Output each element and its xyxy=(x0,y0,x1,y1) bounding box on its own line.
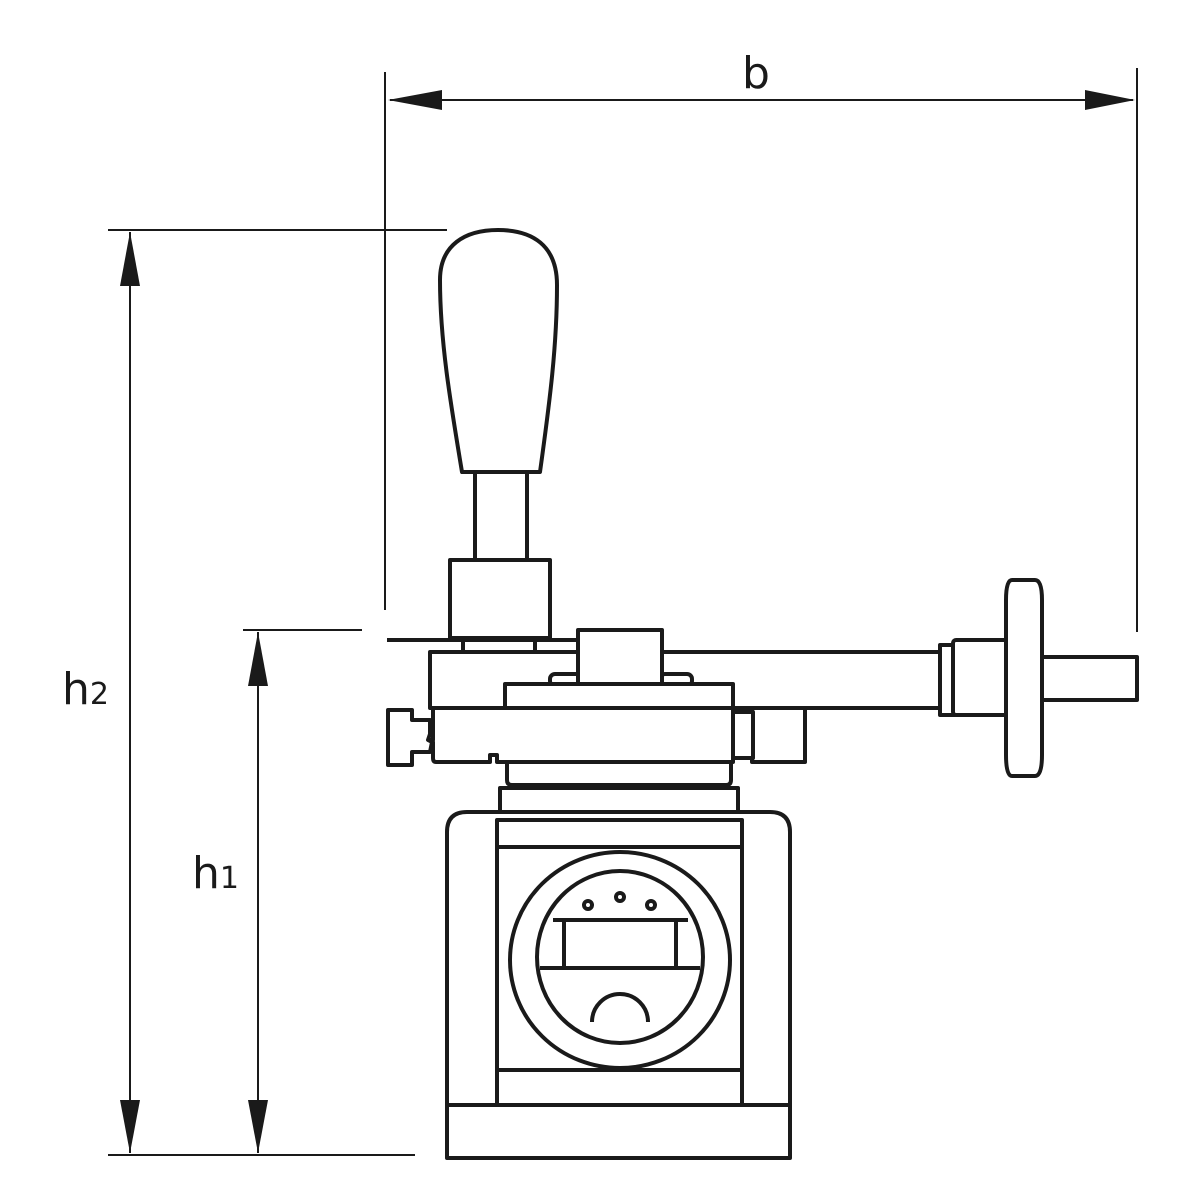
dimension-b xyxy=(384,68,1138,632)
h2-subscript: 2 xyxy=(89,677,109,712)
dimension-label-h1: h1 xyxy=(192,852,239,896)
handwheel xyxy=(938,578,1139,778)
dimension-label-b: b xyxy=(742,48,770,99)
dimension-h2 xyxy=(108,229,447,1156)
digital-display xyxy=(535,869,705,1045)
h1-subscript: 1 xyxy=(219,861,239,896)
indicator-dot xyxy=(582,899,594,911)
lever-handle xyxy=(387,228,580,654)
clamp-body xyxy=(386,706,807,814)
dimension-h1 xyxy=(243,629,362,1153)
dimension-label-h2: h2 xyxy=(62,668,109,712)
indicator-dot xyxy=(645,899,657,911)
h2-letter: h xyxy=(62,664,90,715)
indicator-dot xyxy=(614,891,626,903)
h1-letter: h xyxy=(192,848,220,899)
clamp-arm xyxy=(428,628,947,710)
